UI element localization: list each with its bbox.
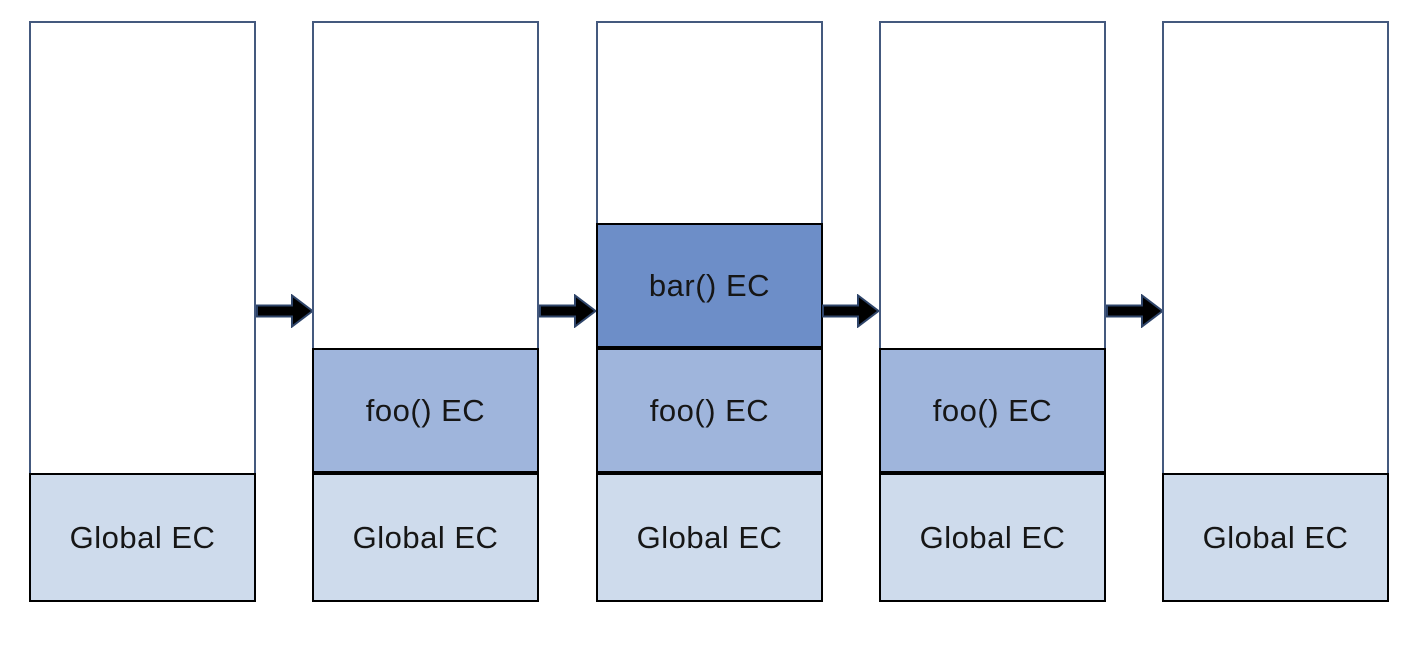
frame-label: Global EC	[636, 519, 783, 555]
frame-global-ec: Global EC	[596, 473, 823, 602]
frame-global-ec: Global EC	[29, 473, 256, 602]
call-stack-4: foo() EC Global EC	[879, 21, 1106, 602]
frame-global-ec: Global EC	[879, 473, 1106, 602]
call-stack-5: Global EC	[1162, 21, 1389, 602]
frame-label: foo() EC	[365, 392, 486, 428]
arrow-right-icon	[822, 294, 880, 328]
frame-foo-ec: foo() EC	[596, 348, 823, 473]
frame-foo-ec: foo() EC	[879, 348, 1106, 473]
frame-label: Global EC	[919, 519, 1066, 555]
call-stack-1: Global EC	[29, 21, 256, 602]
call-stack-2: foo() EC Global EC	[312, 21, 539, 602]
arrow-right-icon	[539, 294, 597, 328]
arrow-right-icon	[256, 294, 314, 328]
frame-foo-ec: foo() EC	[312, 348, 539, 473]
call-stack-3: bar() EC foo() EC Global EC	[596, 21, 823, 602]
frame-label: Global EC	[1202, 519, 1349, 555]
frame-label: foo() EC	[649, 392, 770, 428]
frame-label: Global EC	[69, 519, 216, 555]
frame-label: foo() EC	[932, 392, 1053, 428]
frame-label: bar() EC	[648, 267, 771, 303]
frame-global-ec: Global EC	[1162, 473, 1389, 602]
frame-bar-ec: bar() EC	[596, 223, 823, 348]
frame-global-ec: Global EC	[312, 473, 539, 602]
arrow-right-icon	[1106, 294, 1164, 328]
frame-label: Global EC	[352, 519, 499, 555]
